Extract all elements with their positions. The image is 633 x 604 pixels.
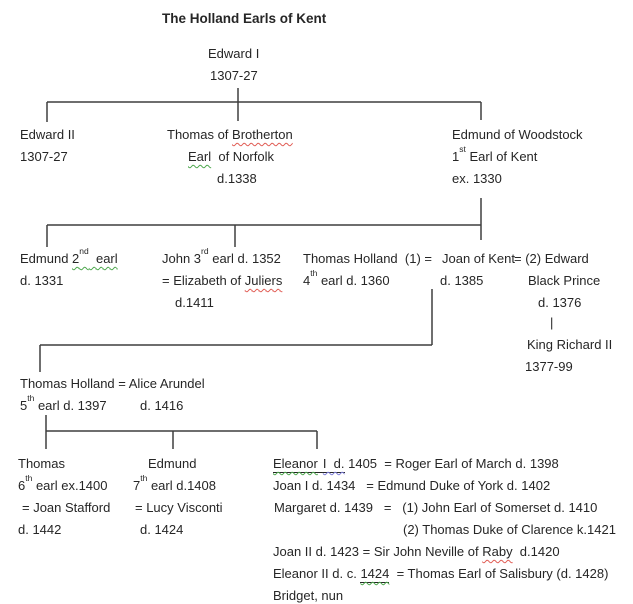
thomas4th-ordinal: th bbox=[310, 267, 318, 278]
person-woodstock-death: ex. 1330 bbox=[452, 171, 502, 186]
person-edmund-2nd-earl-death: d. 1331 bbox=[20, 273, 64, 288]
thomas4th-num: 4 bbox=[303, 273, 311, 288]
eleanor1-blue-squiggle: I d. bbox=[322, 456, 345, 471]
person-edward-black-prince-name: = (2) Edward bbox=[514, 251, 589, 266]
person-woodstock-title: 1st Earl of Kent bbox=[452, 144, 538, 165]
person-joan-stafford-death: d. 1442 bbox=[18, 522, 62, 537]
edmund2nd-earl-word: earl bbox=[88, 251, 118, 266]
thomas6th-rest: earl ex.1400 bbox=[32, 478, 108, 493]
person-joan-of-kent-name: Joan of Kent bbox=[442, 251, 515, 266]
juliers-squiggle: Juliers bbox=[244, 273, 283, 288]
person-elizabeth-juliers-death: d.1411 bbox=[175, 295, 214, 310]
brotherton-title-rest: of Norfolk bbox=[211, 149, 274, 164]
person-john-3rd-earl-name: John 3rd earl d. 1352 bbox=[162, 246, 281, 267]
thomas6th-num: 6 bbox=[18, 478, 26, 493]
john3rd-rest: earl d. 1352 bbox=[208, 251, 281, 266]
descent-pipe: | bbox=[550, 315, 554, 330]
person-thomas-6th-title: 6th earl ex.1400 bbox=[18, 473, 108, 494]
daughter-eleanor2-line: Eleanor II d. c. 1424 = Thomas Earl of S… bbox=[273, 566, 609, 583]
person-king-richard2-name: King Richard II bbox=[527, 337, 613, 352]
thomas5th-rest: earl d. 1397 bbox=[34, 398, 107, 413]
person-thomas-6th-name: Thomas bbox=[18, 456, 65, 471]
person-edmund-7th-name: Edmund bbox=[148, 456, 197, 471]
thomas4th-rest: earl d. 1360 bbox=[317, 273, 390, 288]
brotherton-name-pre: Thomas of bbox=[167, 127, 233, 142]
edmund2nd-num: 2 bbox=[72, 251, 80, 266]
person-edward-black-prince-title: Black Prince bbox=[528, 273, 601, 288]
edmund2nd-ordinal: nd bbox=[79, 245, 89, 256]
person-edward1-dates: 1307-27 bbox=[210, 68, 258, 83]
eleanor2-underline: 1424 bbox=[360, 566, 390, 583]
woodstock-title-ordinal: st bbox=[459, 143, 466, 154]
person-edmund-7th-title: 7th earl d.1408 bbox=[133, 473, 216, 494]
person-john-3rd-earl-spouse: = Elizabeth of Juliers bbox=[162, 273, 282, 289]
edmund2nd-earl-squiggle: 2nd earl bbox=[72, 246, 118, 266]
joan2-pre: Joan II d. 1423 = Sir John Neville of bbox=[273, 544, 483, 559]
brotherton-earl-squiggle: Earl bbox=[188, 149, 212, 164]
person-alice-arundel-death: d. 1416 bbox=[140, 398, 184, 413]
raby-squiggle: Raby bbox=[482, 544, 513, 559]
chart-title: The Holland Earls of Kent bbox=[162, 11, 327, 26]
daughter-margaret-line: Margaret d. 1439 = (1) John Earl of Some… bbox=[274, 500, 598, 515]
daughter-margaret-line2: (2) Thomas Duke of Clarence k.1421 bbox=[403, 522, 616, 537]
person-edmund-2nd-earl-name: Edmund 2nd earl bbox=[20, 246, 118, 267]
john3rd-pre: John 3 bbox=[162, 251, 202, 266]
person-edward-black-prince-death: d. 1376 bbox=[538, 295, 582, 310]
john3rd-ordinal: rd bbox=[201, 245, 209, 256]
person-brotherton-title: Earl of Norfolk bbox=[188, 149, 274, 165]
eleanor2-post: = Thomas Earl of Salisbury (d. 1428) bbox=[389, 566, 609, 581]
thomas5th-num: 5 bbox=[20, 398, 28, 413]
john3rd-spouse-pre: = Elizabeth of bbox=[162, 273, 245, 288]
eleanor2-date-squiggle: 1424 bbox=[360, 566, 390, 581]
brotherton-name-squiggle: Brotherton bbox=[232, 127, 293, 142]
edmund7th-num: 7 bbox=[133, 478, 141, 493]
person-lucy-visconti-death: d. 1424 bbox=[140, 522, 184, 537]
eleanor1-rest: 1405 = Roger Earl of March d. 1398 bbox=[344, 456, 559, 471]
woodstock-title-num: 1 bbox=[452, 149, 460, 164]
person-brotherton-death: d.1338 bbox=[217, 171, 257, 186]
eleanor1-name-squiggle: Eleanor bbox=[273, 456, 318, 471]
daughter-joan2-line: Joan II d. 1423 = Sir John Neville of Ra… bbox=[273, 544, 560, 560]
person-edward2-name: Edward II bbox=[20, 127, 75, 142]
eleanor1-underline: Eleanor I d. bbox=[273, 456, 345, 473]
thomas6th-ordinal: th bbox=[25, 472, 33, 483]
person-edward1-name: Edward I bbox=[208, 46, 260, 61]
thomas5th-ordinal: th bbox=[27, 392, 35, 403]
daughter-joan1-line: Joan I d. 1434 = Edmund Duke of York d. … bbox=[273, 478, 551, 493]
edmund2nd-pre: Edmund bbox=[20, 251, 73, 266]
eleanor2-pre: Eleanor II d. c. bbox=[273, 566, 361, 581]
person-edward2-dates: 1307-27 bbox=[20, 149, 68, 164]
person-thomas-6th-spouse: = Joan Stafford bbox=[22, 500, 111, 515]
person-thomas-holland-5th-name: Thomas Holland = Alice Arundel bbox=[20, 376, 205, 391]
daughter-eleanor1-line: Eleanor I d. 1405 = Roger Earl of March d… bbox=[273, 456, 559, 473]
woodstock-title-rest: Earl of Kent bbox=[465, 149, 538, 164]
edmund7th-rest: earl d.1408 bbox=[147, 478, 216, 493]
person-thomas-holland-5th-title: 5th earl d. 1397 bbox=[20, 393, 107, 414]
person-edmund-7th-spouse: = Lucy Visconti bbox=[135, 500, 223, 515]
joan2-post: d.1420 bbox=[512, 544, 560, 559]
person-king-richard2-dates: 1377-99 bbox=[525, 359, 573, 374]
person-joan-of-kent-death: d. 1385 bbox=[440, 273, 484, 288]
daughter-bridget-line: Bridget, nun bbox=[273, 588, 344, 603]
person-thomas-holland-4th-name: Thomas Holland (1) = bbox=[303, 251, 432, 266]
edmund7th-ordinal: th bbox=[140, 472, 148, 483]
person-woodstock-name: Edmund of Woodstock bbox=[452, 127, 583, 142]
person-brotherton-name: Thomas of Brotherton bbox=[167, 127, 293, 143]
person-thomas-holland-4th-title: 4th earl d. 1360 bbox=[303, 268, 390, 289]
